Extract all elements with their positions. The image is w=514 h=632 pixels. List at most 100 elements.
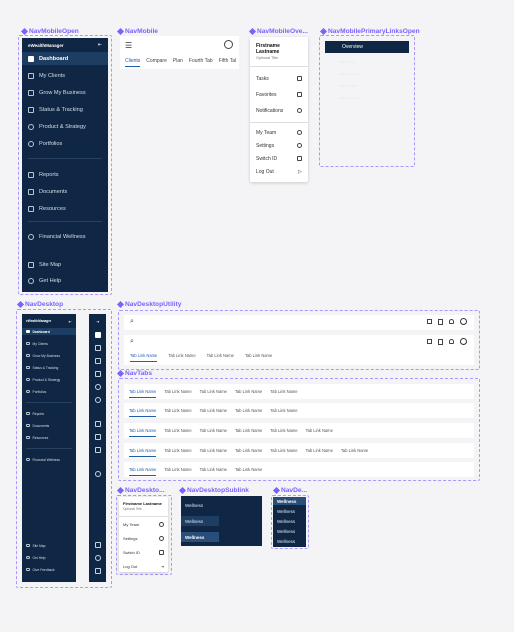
menu-item-log-out[interactable]: Log Out▷ <box>250 166 308 177</box>
nav-item-documents[interactable]: Documents <box>22 185 108 198</box>
sublink-item[interactable]: Wellness <box>277 538 296 544</box>
tab-link[interactable]: Tab Link Name <box>129 428 157 437</box>
nav-item-financial-wellness[interactable]: Financial Wellness <box>22 230 108 243</box>
dashboard-icon[interactable] <box>94 332 101 338</box>
nav-item-reports[interactable]: Reports <box>22 168 108 181</box>
help-icon[interactable] <box>94 555 101 561</box>
tab-clients[interactable]: Clients <box>125 58 141 67</box>
sublink-item[interactable]: Wellness <box>277 518 296 524</box>
avatar-icon[interactable] <box>460 338 467 345</box>
collapse-icon[interactable]: ⇤ <box>97 42 102 48</box>
nav-item-my-clients[interactable]: My Clients <box>22 69 108 82</box>
pie-icon[interactable] <box>94 397 101 403</box>
tab-fourth[interactable]: Fourth Tab <box>188 58 213 64</box>
tab-link[interactable]: Tab Link Name <box>234 428 263 433</box>
menu-item-settings[interactable]: Settings <box>119 534 168 542</box>
nav-item-product-strategy[interactable]: Product & Strategy <box>22 376 76 383</box>
menu-item-switch-id[interactable]: Switch ID <box>250 153 308 164</box>
menu-item-settings[interactable]: Settings <box>250 140 308 151</box>
bell-icon[interactable] <box>449 339 454 344</box>
tab-plan[interactable]: Plan <box>172 58 183 64</box>
expand-icon[interactable]: ⇥ <box>95 319 100 324</box>
tab-link[interactable]: Tab Link Name <box>164 408 192 413</box>
tab-link[interactable]: Tab Link Name <box>199 467 227 472</box>
nav-item-portfolios[interactable]: Portfolios <box>22 137 108 150</box>
tab-link[interactable]: Tab Link Name <box>129 389 157 398</box>
tab-link[interactable]: Tab Link Name <box>234 467 263 472</box>
search-icon[interactable]: ⌕ <box>130 318 134 325</box>
menu-item-notifications[interactable]: Notifications <box>250 105 308 116</box>
nav-item-financial-wellness[interactable]: Financial Wellness <box>22 456 76 463</box>
tab-link[interactable]: Tab Link Name <box>199 408 227 413</box>
nav-item-portfolios[interactable]: Portfolios <box>22 388 76 395</box>
nav-item-resources[interactable]: Resources <box>22 202 108 215</box>
tab-link[interactable]: Tab Link Name <box>164 389 192 394</box>
pencil-icon[interactable] <box>94 434 101 440</box>
tab-link[interactable]: Tab Link Name <box>164 467 192 472</box>
hamburger-icon[interactable]: ☰ <box>125 41 133 50</box>
tab-link[interactable]: Tab Link Name <box>164 428 192 433</box>
search-icon[interactable]: ⌕ <box>130 338 134 345</box>
tab-link[interactable]: Tab Link Name <box>270 428 298 433</box>
nav-item-documents[interactable]: Documents <box>22 422 76 429</box>
sublink-item[interactable]: Wellness <box>277 528 296 534</box>
menu-item-switch-id[interactable]: Switch ID <box>119 548 168 556</box>
menu-item-tasks[interactable]: Tasks <box>250 73 308 84</box>
nav-item-reports[interactable]: Reports <box>22 410 76 417</box>
sublink-item[interactable]: Wellness <box>185 502 204 508</box>
tab-link[interactable]: Tab Link Name <box>199 428 227 433</box>
feedback-icon[interactable] <box>94 568 101 574</box>
tab-compare[interactable]: Compare <box>146 58 167 64</box>
clients-icon[interactable] <box>94 345 101 351</box>
briefcase-icon[interactable] <box>94 358 101 364</box>
nav-item-grow-my-business[interactable]: Grow My Business <box>22 86 108 99</box>
nav-item-dashboard[interactable]: Dashboard <box>22 328 76 335</box>
folder-icon[interactable] <box>94 421 101 427</box>
tasks-icon[interactable] <box>427 339 432 344</box>
nav-item-dashboard[interactable]: Dashboard <box>22 52 108 65</box>
tab-link[interactable]: Tab Link Name <box>244 353 273 358</box>
sublink-item-selected[interactable]: Wellness <box>273 497 306 505</box>
nav-item-resources[interactable]: Resources <box>22 434 76 441</box>
tab-link[interactable]: Tab Link Name <box>199 448 227 453</box>
tab-link[interactable]: Tab Link Name <box>164 448 192 453</box>
menu-item-my-team[interactable]: My Team <box>119 520 168 528</box>
nav-item-get-help[interactable]: Get Help <box>22 274 108 287</box>
menu-item-log-out[interactable]: Log Out⇥ <box>119 562 168 570</box>
menu-item-favorites[interactable]: Favorites <box>250 89 308 100</box>
avatar-icon[interactable] <box>460 318 467 325</box>
sublink-item[interactable]: Wellness <box>277 508 296 514</box>
tab-link[interactable]: Tab Link Name <box>270 389 298 394</box>
tab-fifth[interactable]: Fifth Tal <box>218 58 237 64</box>
tab-link[interactable]: Tab Link Name <box>206 353 234 358</box>
nav-item-get-help[interactable]: Get Help <box>22 554 76 561</box>
tab-link[interactable]: Tab Link Name <box>270 448 298 453</box>
tab-link[interactable]: Tab Link Name <box>305 448 333 453</box>
avatar-icon[interactable] <box>224 40 233 49</box>
primary-link-overview[interactable]: Overview <box>325 41 409 53</box>
tab-link[interactable]: Tab Link Name <box>234 408 263 413</box>
tab-link[interactable]: Tab Link Name <box>129 408 157 417</box>
tab-link[interactable]: Tab Link Name <box>199 389 227 394</box>
tab-link[interactable]: Tab Link Name <box>234 448 263 453</box>
tab-link[interactable]: Tab Link Name <box>129 467 157 476</box>
wellness-icon[interactable] <box>94 471 101 477</box>
bulb-icon[interactable] <box>94 384 101 390</box>
tab-link[interactable]: Tab Link Name <box>130 353 158 362</box>
nav-item-site-map[interactable]: Site Map <box>22 542 76 549</box>
map-icon[interactable] <box>94 542 101 548</box>
tab-link[interactable]: Tab Link Name <box>168 353 196 358</box>
sublink-item-selected[interactable]: Wellness <box>181 532 219 542</box>
tab-link[interactable]: Tab Link Name <box>305 428 333 433</box>
nav-item-my-clients[interactable]: My Clients <box>22 340 76 347</box>
nav-item-status-tracking[interactable]: Status & Tracking <box>22 364 76 371</box>
list-icon[interactable] <box>94 371 101 377</box>
bell-icon[interactable] <box>449 319 454 324</box>
tab-link[interactable]: Tab Link Name <box>270 408 298 413</box>
tab-link[interactable]: Tab Link Name <box>234 389 263 394</box>
nav-item-give-feedback[interactable]: Give Feedback <box>22 566 76 573</box>
nav-item-status-tracking[interactable]: Status & Tracking <box>22 103 108 116</box>
bookmark-icon[interactable] <box>438 339 443 345</box>
collapse-icon[interactable]: ⇤ <box>68 318 72 324</box>
sublink-item[interactable]: Wellness <box>181 516 219 526</box>
